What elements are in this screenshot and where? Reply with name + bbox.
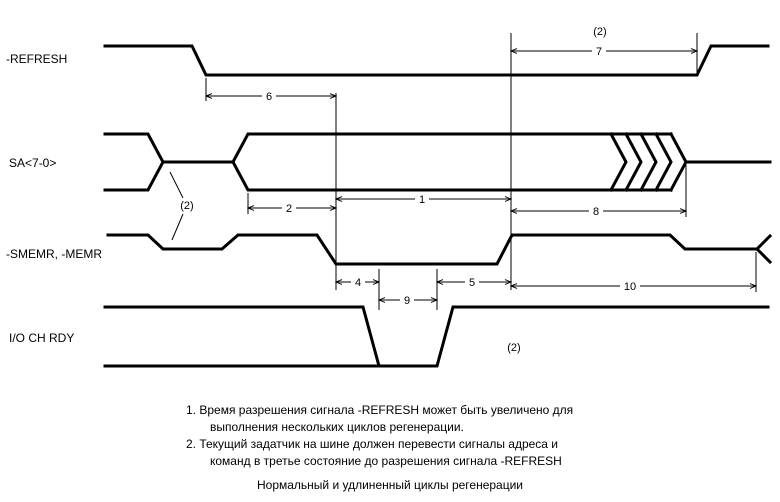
iochrdy-signal-label: I/O CH RDY <box>9 331 74 345</box>
note-2-line-1: 2. Текущий задатчик на шине должен перев… <box>186 437 559 451</box>
note-2-leaders <box>169 171 184 241</box>
interval-label-4: 4 <box>355 277 361 289</box>
refresh-waveform <box>103 44 770 77</box>
note-2-marker-refresh: (2) <box>593 26 606 38</box>
interval-label-8: 8 <box>593 206 599 218</box>
interval-label-2: 2 <box>286 203 292 215</box>
refresh-signal-label: -REFRESH <box>6 52 67 66</box>
sa-signal-label: SA<7-0> <box>9 156 56 170</box>
interval-label-9: 9 <box>404 295 410 307</box>
interval-label-5: 5 <box>469 277 475 289</box>
footnotes: 1. Время разрешения сигнала -REFRESH мож… <box>186 402 706 470</box>
interval-label-7: 7 <box>596 46 602 58</box>
interval-labels: 6 7 1 2 8 4 5 9 10 <box>262 44 640 307</box>
note-2-line-2: команд в третье состояние до разрешения … <box>210 454 562 468</box>
sa-waveform <box>103 131 772 193</box>
interval-label-10: 10 <box>624 281 636 293</box>
diagram-caption: Нормальный и удлиненный циклы регенераци… <box>256 478 524 492</box>
smemr-signal-label: -SMEMR, -MEMR <box>6 247 102 261</box>
note-1-line-1: 1. Время разрешения сигнала -REFRESH мож… <box>186 403 574 417</box>
note-2-marker-iochrdy: (2) <box>507 342 520 354</box>
note-1-line-2: выполнения нескольких циклов регенерации… <box>210 420 464 434</box>
iochrdy-waveform <box>103 305 770 368</box>
smemr-end-tristate <box>754 233 773 265</box>
smemr-waveform <box>106 233 759 266</box>
note-2-marker-bus: (2) <box>180 200 193 212</box>
interval-label-6: 6 <box>266 91 272 103</box>
interval-label-1: 1 <box>419 194 425 206</box>
